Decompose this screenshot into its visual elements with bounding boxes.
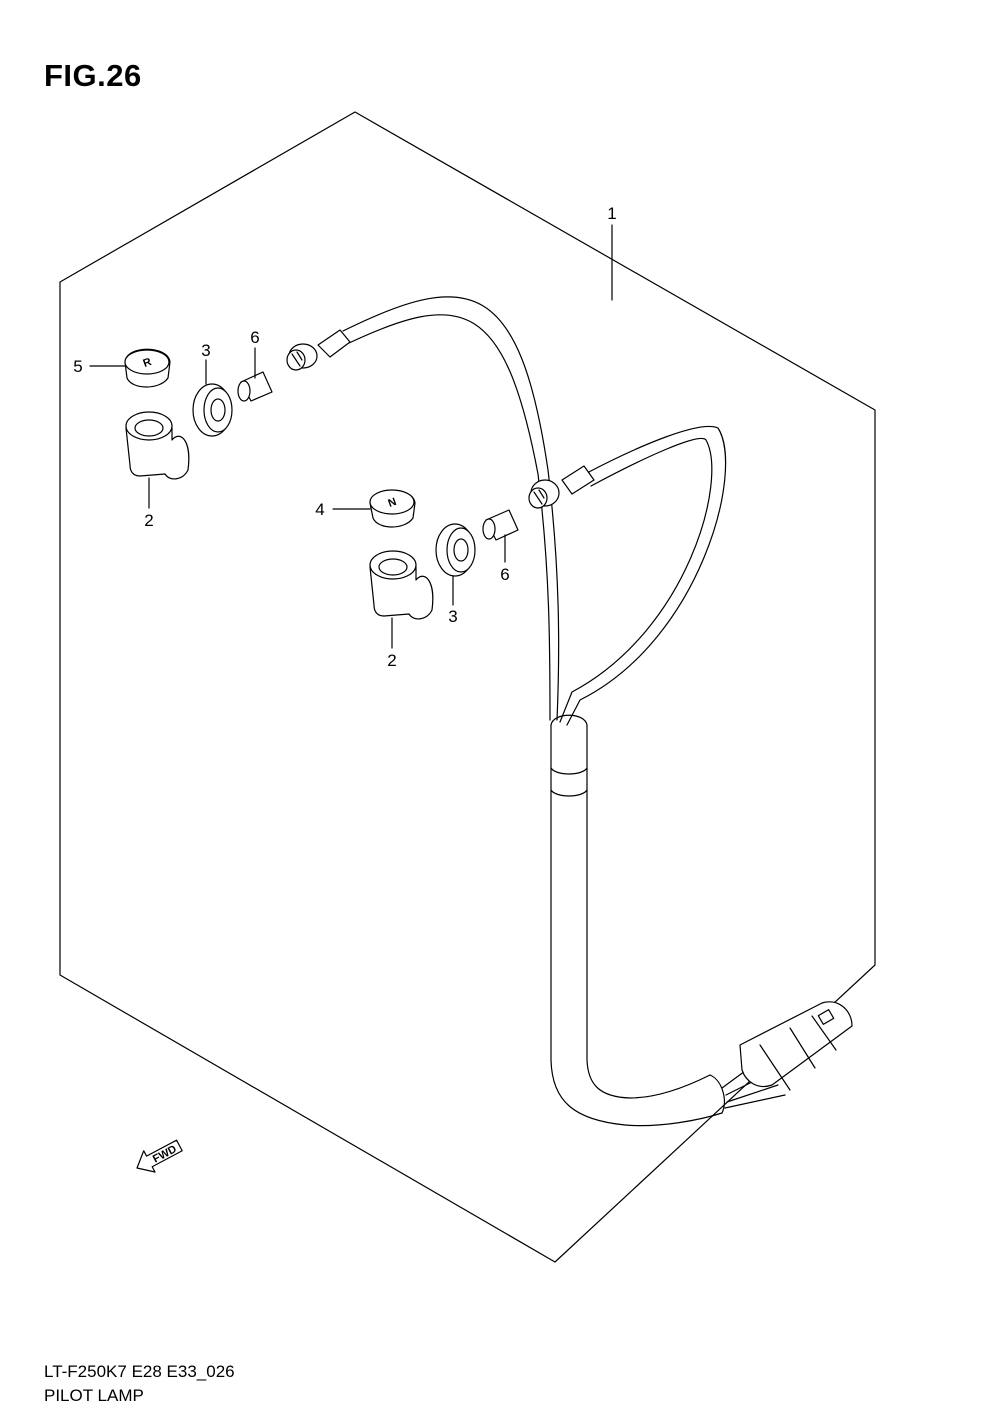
grommet-part-3-lower [435, 523, 476, 577]
diagram-footer: LT-F250K7 E28 E33_026 PILOT LAMP [44, 1360, 235, 1408]
callout-4: 4 [315, 500, 324, 519]
callout-3-upper: 3 [201, 341, 210, 360]
cap-letter-n: N [387, 496, 399, 510]
fwd-label: FWD [151, 1143, 179, 1165]
forward-arrow-icon: FWD [136, 1139, 183, 1173]
bulb-part-6-upper [237, 371, 273, 402]
bulb-socket-connector-lower [528, 465, 595, 509]
callout-2-upper: 2 [144, 511, 153, 530]
cap-letter-r: R [142, 356, 154, 370]
callout-3-lower: 3 [448, 607, 457, 626]
callout-5: 5 [73, 357, 82, 376]
callout-labels: 1 5 3 6 2 4 6 3 2 [73, 204, 616, 670]
diagram-name: PILOT LAMP [44, 1386, 144, 1405]
indicator-cap-part-5: R [124, 348, 171, 388]
leader-lines [89, 224, 613, 649]
lamp-holder-part-2-upper [125, 411, 190, 480]
callout-2-lower: 2 [387, 651, 396, 670]
callout-6-upper: 6 [250, 328, 259, 347]
callout-1: 1 [607, 204, 616, 223]
callout-6-lower: 6 [500, 565, 509, 584]
bulb-part-6-lower [482, 509, 519, 541]
indicator-cap-part-4: N [369, 489, 416, 528]
bulb-socket-connector-upper [286, 329, 351, 371]
wire-harness [342, 296, 853, 1127]
diagram-code: LT-F250K7 E28 E33_026 [44, 1362, 235, 1381]
hexagon-frame [59, 111, 876, 1263]
grommet-part-3-upper [192, 383, 233, 437]
figure-title: FIG.26 [44, 58, 142, 93]
lamp-holder-part-2-lower [369, 550, 434, 620]
